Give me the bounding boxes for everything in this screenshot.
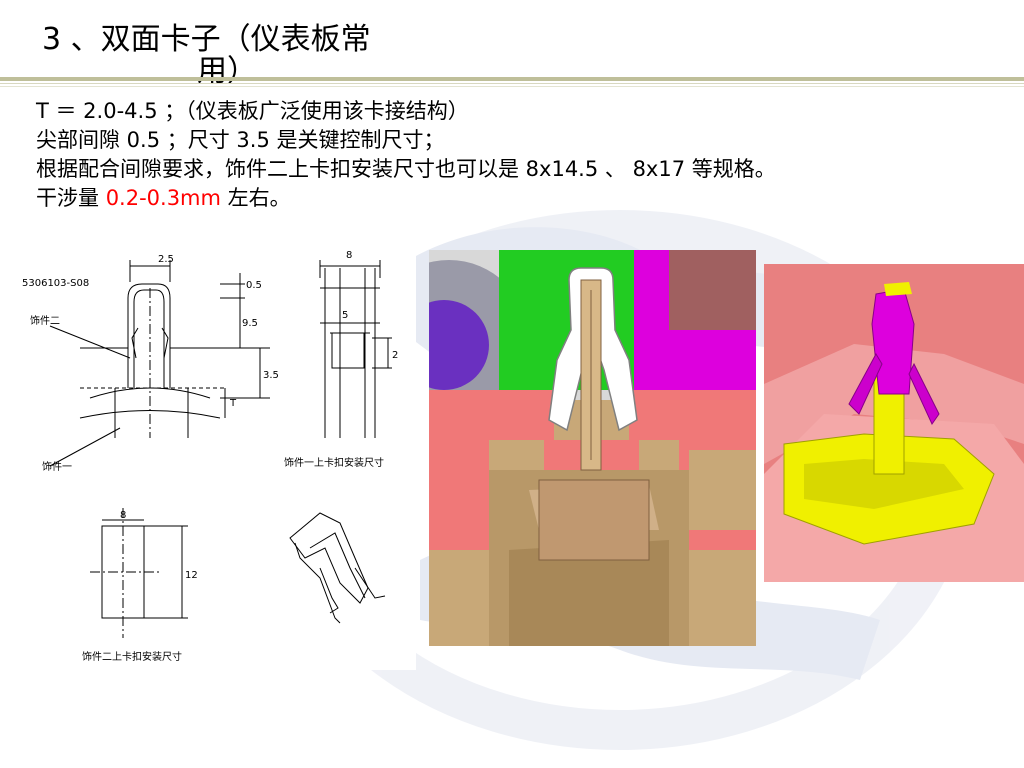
- part-number: 5306103-S08: [22, 278, 89, 289]
- slide-title: 3 、双面卡子（仪表板常 用）: [42, 20, 422, 92]
- title-rule-thin-2: [0, 86, 1024, 87]
- label-part1: 饰件一: [42, 460, 72, 473]
- slide-title-line1: 3 、双面卡子（仪表板常: [42, 22, 371, 57]
- dim-12: 12: [185, 570, 198, 581]
- dim-3-5: 3.5: [263, 370, 279, 381]
- title-rule-thin: [0, 83, 1024, 84]
- label-part2: 饰件二: [30, 314, 60, 327]
- dim-9-5: 9.5: [242, 318, 258, 329]
- body-text: T ＝ 2.0-4.5 ；（仪表板广泛使用该卡接结构） 尖部间隙 0.5 ；尺寸…: [36, 97, 996, 213]
- interference-value: 0.2-0.3mm: [105, 186, 221, 210]
- dim-8-bottom: 8: [120, 510, 126, 521]
- cad-section-render: [429, 250, 756, 646]
- dim-2: 2: [392, 350, 398, 361]
- body-line-1: T ＝ 2.0-4.5 ；（仪表板广泛使用该卡接结构）: [36, 99, 469, 123]
- dim-0-5: 0.5: [246, 280, 262, 291]
- body-line-3: 根据配合间隙要求，饰件二上卡扣安装尺寸也可以是 8x14.5 、 8x17 等规…: [36, 157, 776, 181]
- caption-part2-mount: 饰件二上卡扣安装尺寸: [82, 650, 182, 663]
- dim-5: 5: [342, 310, 348, 321]
- dim-8-top: 8: [346, 250, 352, 261]
- body-line-4-prefix: 干涉量: [36, 186, 106, 210]
- body-line-4-suffix: 左右。: [220, 186, 291, 210]
- engineering-drawing: 2.5 5306103-S08 饰件二 0.5 9.5 3.5 T 饰件一 8 …: [20, 238, 416, 670]
- dim-2-5: 2.5: [158, 254, 174, 265]
- title-rule: [0, 77, 1024, 81]
- cad-isometric-render: [764, 264, 1024, 582]
- body-line-4: 干涉量 0.2-0.3mm 左右。: [36, 184, 996, 213]
- body-line-2: 尖部间隙 0.5 ；尺寸 3.5 是关键控制尺寸；: [36, 128, 445, 152]
- dim-T: T: [229, 398, 237, 409]
- caption-part1-mount: 饰件一上卡扣安装尺寸: [284, 456, 384, 469]
